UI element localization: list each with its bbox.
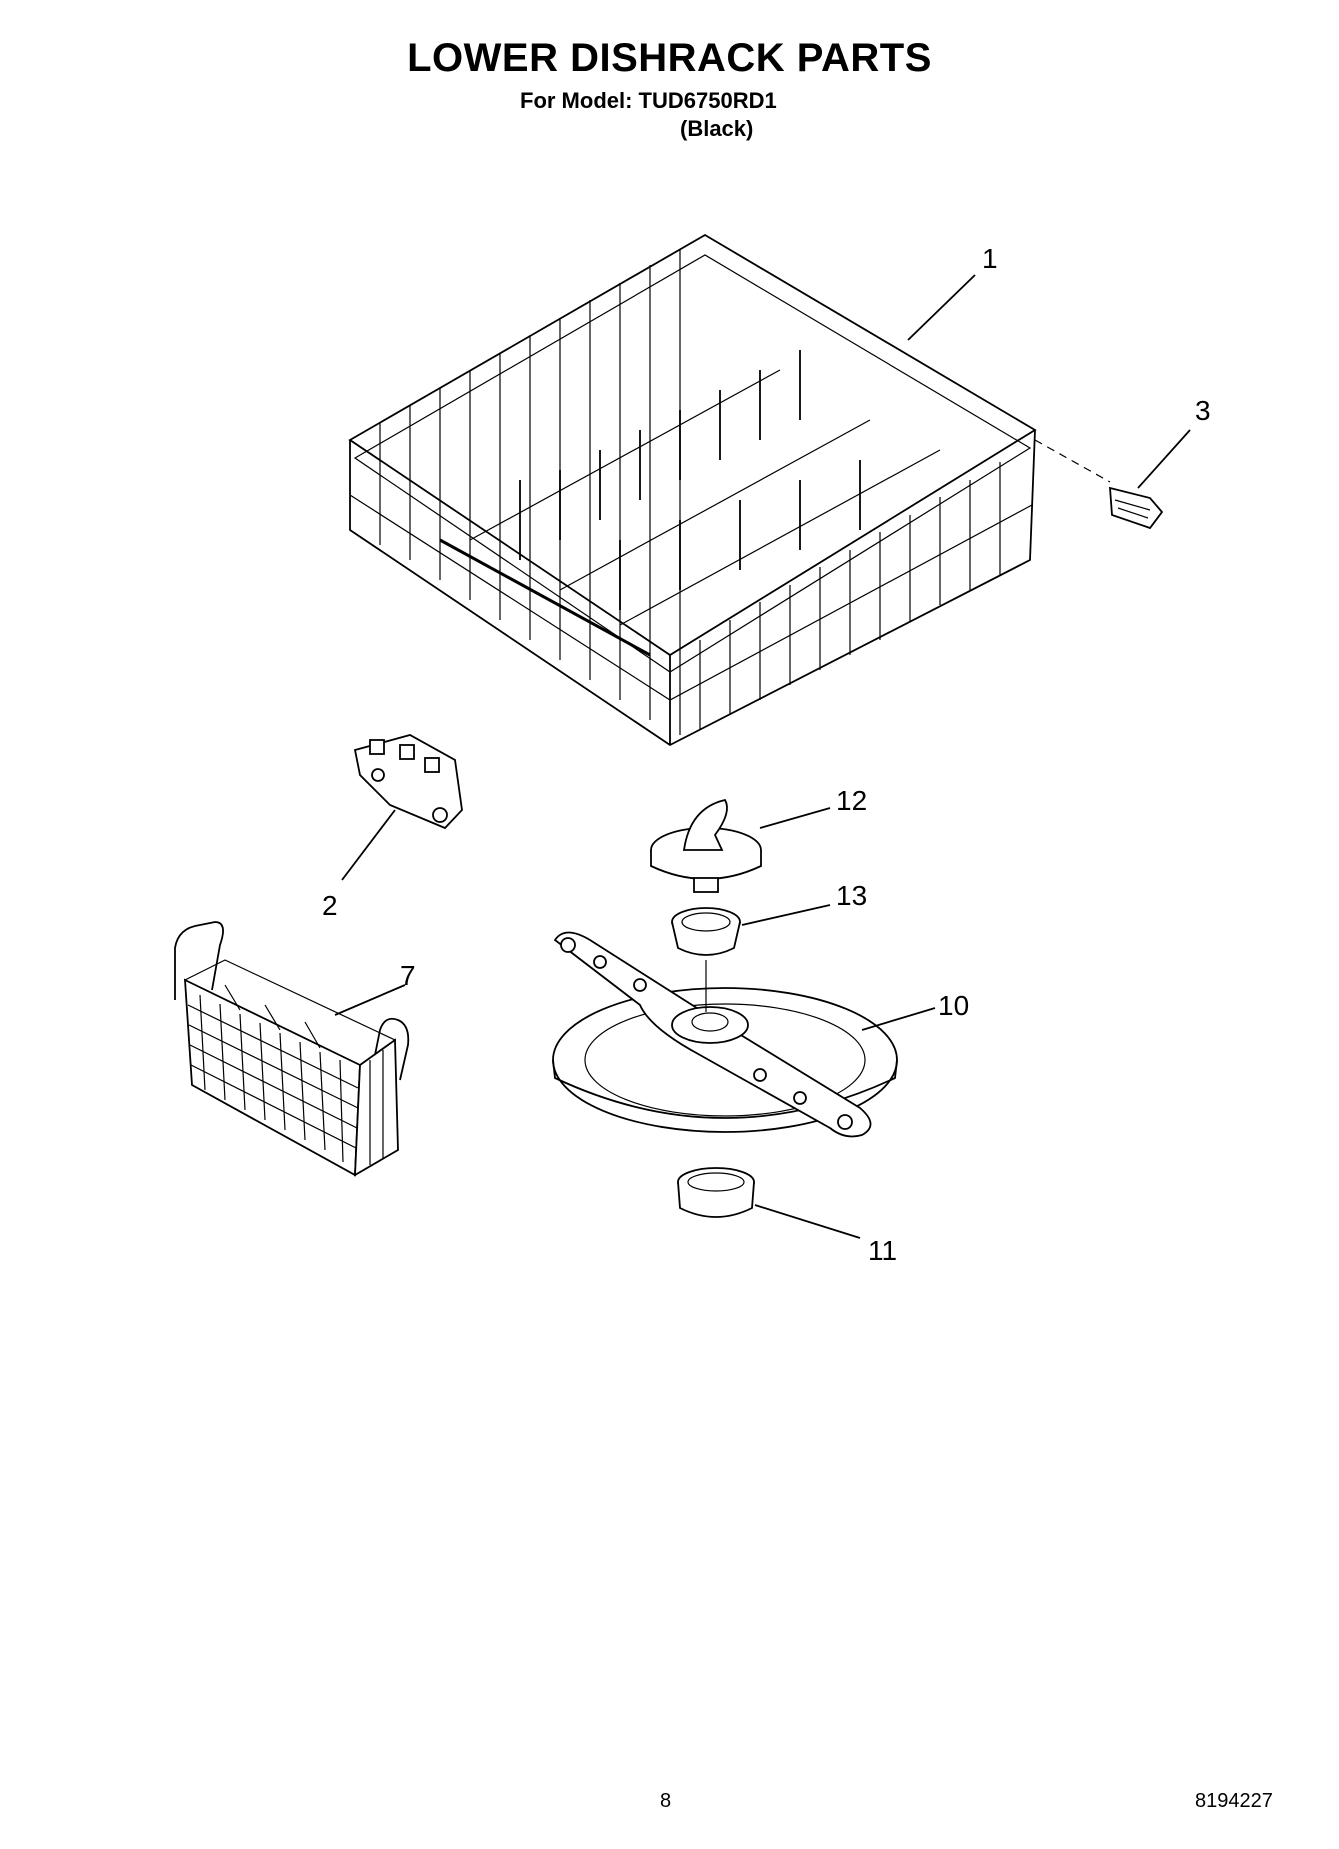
callout-2: 2 <box>322 890 338 921</box>
leader-line-2 <box>341 809 396 881</box>
page-title: LOWER DISHRACK PARTS <box>407 36 932 80</box>
rack-roller-part <box>353 734 463 830</box>
leader-line-7 <box>334 984 406 1016</box>
callout-13: 13 <box>836 880 867 911</box>
callout-12: 12 <box>836 785 867 816</box>
dashed-alignment-line <box>1034 439 1111 483</box>
lower-spray-arm-part <box>552 931 898 1138</box>
callout-10: 10 <box>938 990 969 1021</box>
rack-clip-part <box>1109 486 1164 530</box>
document-number: 8194227 <box>1195 1790 1273 1812</box>
color-line: (Black) <box>680 116 754 141</box>
leader-line-3 <box>1137 429 1191 489</box>
retainer-ring-part <box>671 907 741 956</box>
callout-7: 7 <box>400 960 416 991</box>
callout-1: 1 <box>982 243 998 274</box>
leader-line-12 <box>759 807 831 829</box>
silverware-basket-part <box>174 921 410 1177</box>
spray-arm-mount-part <box>650 798 762 893</box>
leader-line-13 <box>741 904 831 926</box>
leader-line-1 <box>907 274 976 341</box>
callout-3: 3 <box>1195 395 1211 426</box>
bearing-ring-part <box>677 1167 755 1218</box>
leader-line-10 <box>861 1007 936 1031</box>
callout-11: 11 <box>868 1235 897 1266</box>
page-number: 8 <box>660 1790 672 1812</box>
leader-line-11 <box>754 1204 861 1239</box>
model-line: For Model: TUD6750RD1 <box>520 88 777 113</box>
lower-dishrack-part <box>348 233 1037 747</box>
